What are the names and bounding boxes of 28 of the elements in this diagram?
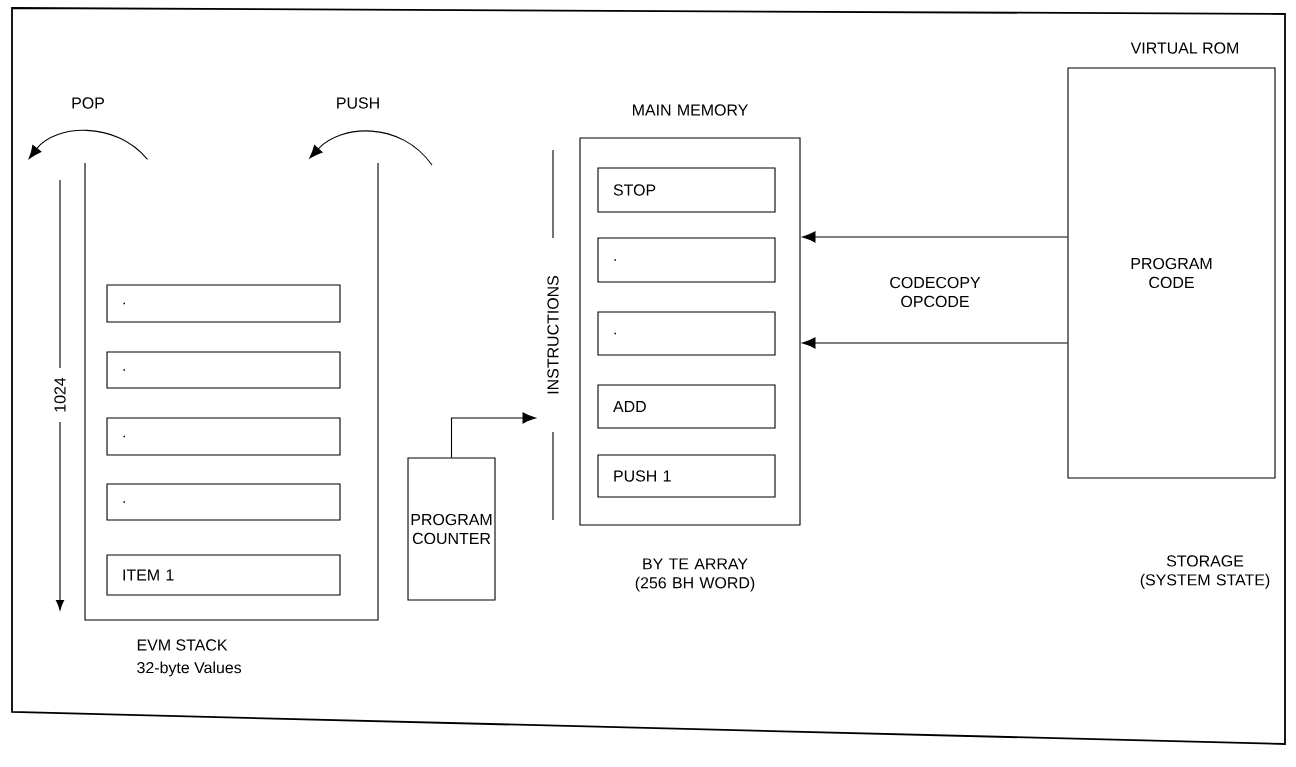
- stack-item: .: [106, 483, 341, 521]
- arrow-label: CODECOPY OPCODE: [890, 276, 981, 308]
- stack-item: .: [106, 284, 341, 323]
- stack-item: .: [106, 417, 341, 456]
- arrow-label: PUSH: [337, 97, 379, 109]
- arrow: [309, 130, 433, 166]
- memory-slot: PUSH 1: [597, 454, 776, 498]
- dimension-label: 1024: [53, 376, 67, 414]
- arrow: [802, 231, 1068, 243]
- memory-slot: .: [597, 311, 776, 356]
- rom-title: VIRTUAL ROM: [1130, 42, 1238, 54]
- stack-caption: EVM STACK: [137, 639, 228, 651]
- rom-box: PROGRAM CODE: [1067, 67, 1276, 479]
- memory-slot: .: [597, 237, 776, 283]
- stack-item: .: [106, 351, 341, 389]
- arrow-label: POP: [72, 97, 104, 109]
- memory-slot: STOP: [597, 167, 776, 213]
- memory-caption: MAIN MEMORY: [633, 104, 748, 116]
- arrow: [450, 412, 536, 458]
- memory-caption: BY TE ARRAY (256 BH WORD): [635, 558, 755, 592]
- arrow: [802, 337, 1068, 349]
- instructions-bracket: INSTRUCTIONS: [547, 149, 559, 521]
- stack-caption: 32-byte Values: [137, 661, 242, 677]
- stack-item: ITEM 1: [106, 554, 341, 596]
- counter-box: PROGRAM COUNTER: [407, 457, 496, 601]
- arrow: [28, 129, 148, 160]
- storage-caption: STORAGE (SYSTEM STATE): [1140, 555, 1270, 589]
- memory-slot: ADD: [597, 384, 776, 429]
